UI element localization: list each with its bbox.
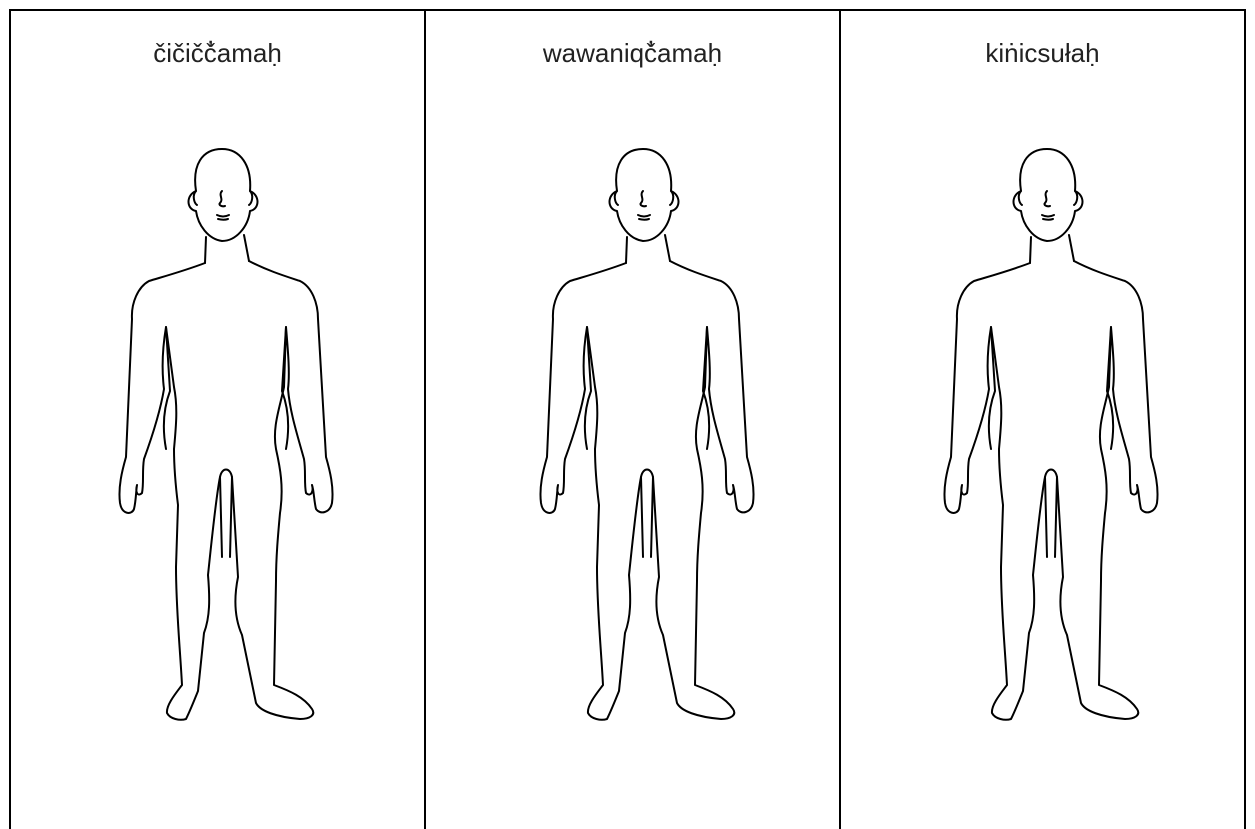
body-outline-svg xyxy=(525,137,755,723)
table-cell-1: čičičč̓amaḥ xyxy=(11,11,424,829)
table-right-border xyxy=(1244,9,1246,829)
body-outline-svg xyxy=(929,137,1159,723)
human-body-outline-figure xyxy=(525,137,755,723)
table-cell-3: kiṅicsułaḥ xyxy=(841,11,1244,829)
human-body-outline-figure xyxy=(104,137,334,723)
column-label-3: kiṅicsułaḥ xyxy=(841,37,1244,69)
body-outline-svg xyxy=(104,137,334,723)
column-label-2: wawaniqč̓amaḥ xyxy=(426,37,839,69)
column-label-1: čičičč̓amaḥ xyxy=(11,37,424,69)
table-cell-2: wawaniqč̓amaḥ xyxy=(426,11,839,829)
human-body-outline-figure xyxy=(929,137,1159,723)
